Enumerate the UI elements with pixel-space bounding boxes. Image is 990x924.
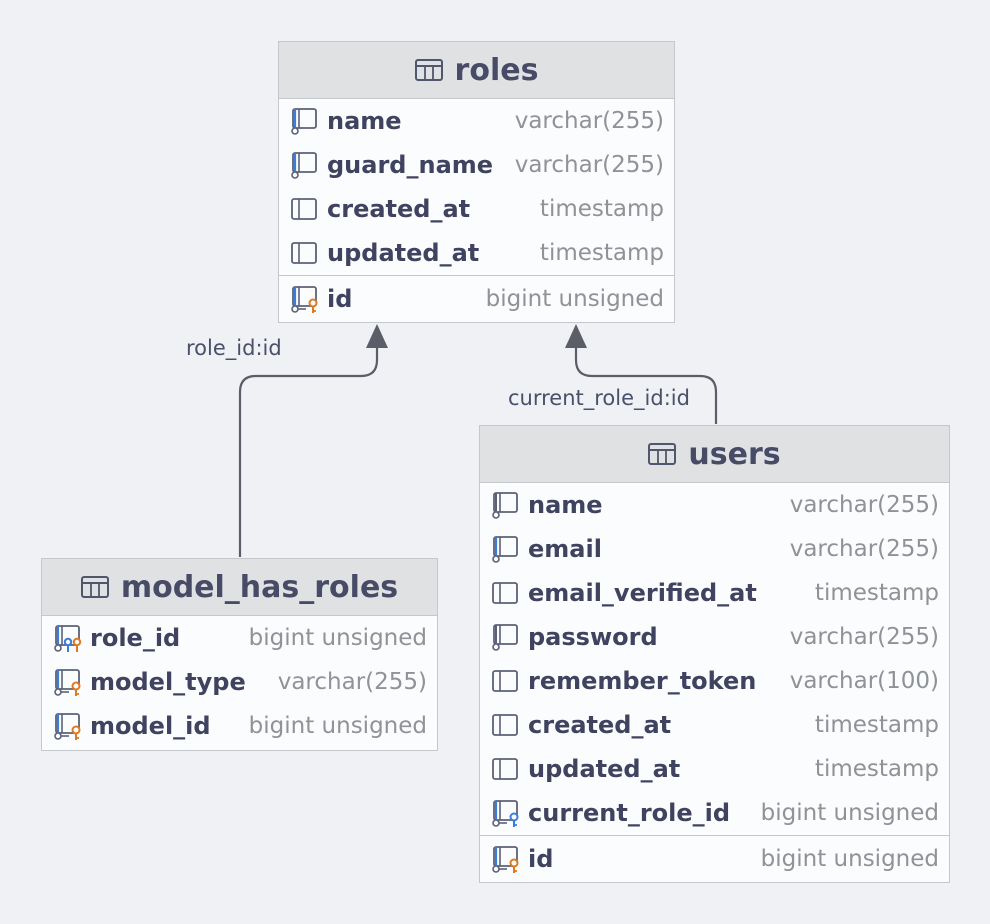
column-row-name[interactable]: name varchar(255) — [279, 99, 674, 143]
column-row-role-id[interactable]: role_id bigint unsigned — [42, 616, 437, 660]
column-row-id[interactable]: id bigint unsigned — [480, 835, 949, 881]
table-model-has-roles[interactable]: model_has_roles role_id bigint unsigned … — [41, 558, 438, 751]
column-row-name[interactable]: name varchar(255) — [480, 483, 949, 527]
column-name: guard_name — [327, 151, 494, 179]
column-row-created-at[interactable]: created_at timestamp — [279, 187, 674, 231]
column-row-email-verified-at[interactable]: email_verified_at timestamp — [480, 571, 949, 615]
column-name: email — [528, 535, 602, 563]
column-name: id — [528, 844, 554, 873]
arrowhead-roles-left — [366, 324, 388, 348]
column-name: model_type — [90, 668, 246, 696]
column-icon — [492, 670, 518, 692]
column-type: varchar(255) — [789, 492, 939, 518]
table-icon — [80, 576, 109, 598]
column-name: updated_at — [327, 239, 480, 267]
column-name: current_role_id — [528, 799, 731, 827]
column-type: varchar(255) — [277, 669, 427, 695]
column-name: model_id — [90, 712, 211, 740]
table-title: roles — [454, 52, 539, 88]
connector-model-has-roles-roles — [238, 346, 379, 557]
column-name: updated_at — [528, 755, 681, 783]
relation-label-role-id: role_id:id — [186, 336, 282, 360]
foreign-key-icon — [492, 800, 519, 827]
column-name: email_verified_at — [528, 579, 757, 607]
column-type: timestamp — [814, 580, 939, 606]
primary-key-icon — [492, 845, 519, 873]
column-icon — [291, 242, 317, 264]
primary-key-icon — [291, 285, 318, 313]
column-icon — [492, 582, 518, 604]
table-header-users[interactable]: users — [480, 426, 949, 483]
column-row-email[interactable]: email varchar(255) — [480, 527, 949, 571]
column-row-id[interactable]: id bigint unsigned — [279, 275, 674, 321]
primary-key-icon — [54, 669, 81, 696]
column-type: bigint unsigned — [248, 713, 427, 739]
column-name: id — [327, 284, 353, 313]
column-type: bigint unsigned — [760, 800, 939, 826]
column-row-updated-at[interactable]: updated_at timestamp — [480, 747, 949, 791]
column-row-password[interactable]: password varchar(255) — [480, 615, 949, 659]
column-type: varchar(255) — [514, 152, 664, 178]
column-row-model-id[interactable]: model_id bigint unsigned — [42, 704, 437, 748]
column-name: name — [327, 107, 402, 135]
table-header-model-has-roles[interactable]: model_has_roles — [42, 559, 437, 616]
table-icon — [414, 59, 443, 81]
column-type: bigint unsigned — [248, 625, 427, 651]
column-name: role_id — [90, 624, 181, 652]
column-row-updated-at[interactable]: updated_at timestamp — [279, 231, 674, 275]
relation-label-current-role-id: current_role_id:id — [508, 386, 690, 410]
column-name: remember_token — [528, 667, 757, 695]
indexed-column-icon — [492, 624, 518, 651]
table-title: users — [688, 436, 781, 472]
column-row-model-type[interactable]: model_type varchar(255) — [42, 660, 437, 704]
column-icon — [291, 198, 317, 220]
column-type: varchar(100) — [789, 668, 939, 694]
column-name: password — [528, 623, 658, 651]
column-type: varchar(255) — [789, 624, 939, 650]
indexed-column-icon — [291, 108, 317, 135]
arrowhead-roles-right — [565, 324, 587, 348]
indexed-column-icon — [291, 152, 317, 179]
column-type: bigint unsigned — [485, 285, 664, 312]
column-icon — [492, 758, 518, 780]
primary-key-icon — [54, 713, 81, 740]
indexed-column-icon — [492, 536, 518, 563]
column-row-created-at[interactable]: created_at timestamp — [480, 703, 949, 747]
column-type: varchar(255) — [514, 108, 664, 134]
column-type: timestamp — [539, 196, 664, 222]
indexed-column-icon — [492, 492, 518, 519]
connector-users-roles — [574, 346, 718, 424]
table-users[interactable]: users name varchar(255) email varchar(25… — [479, 425, 950, 883]
column-row-current-role-id[interactable]: current_role_id bigint unsigned — [480, 791, 949, 835]
table-header-roles[interactable]: roles — [279, 42, 674, 99]
column-row-remember-token[interactable]: remember_token varchar(100) — [480, 659, 949, 703]
column-type: timestamp — [539, 240, 664, 266]
column-row-guard-name[interactable]: guard_name varchar(255) — [279, 143, 674, 187]
column-type: timestamp — [814, 756, 939, 782]
column-type: bigint unsigned — [760, 845, 939, 872]
table-title: model_has_roles — [120, 569, 399, 605]
column-name: created_at — [327, 195, 471, 223]
column-type: timestamp — [814, 712, 939, 738]
table-roles[interactable]: roles name varchar(255) guard_name varch… — [278, 41, 675, 323]
column-type: varchar(255) — [789, 536, 939, 562]
table-icon — [648, 443, 677, 465]
column-icon — [492, 714, 518, 736]
column-name: created_at — [528, 711, 672, 739]
column-name: name — [528, 491, 603, 519]
pk-foreign-key-icon — [54, 625, 82, 652]
